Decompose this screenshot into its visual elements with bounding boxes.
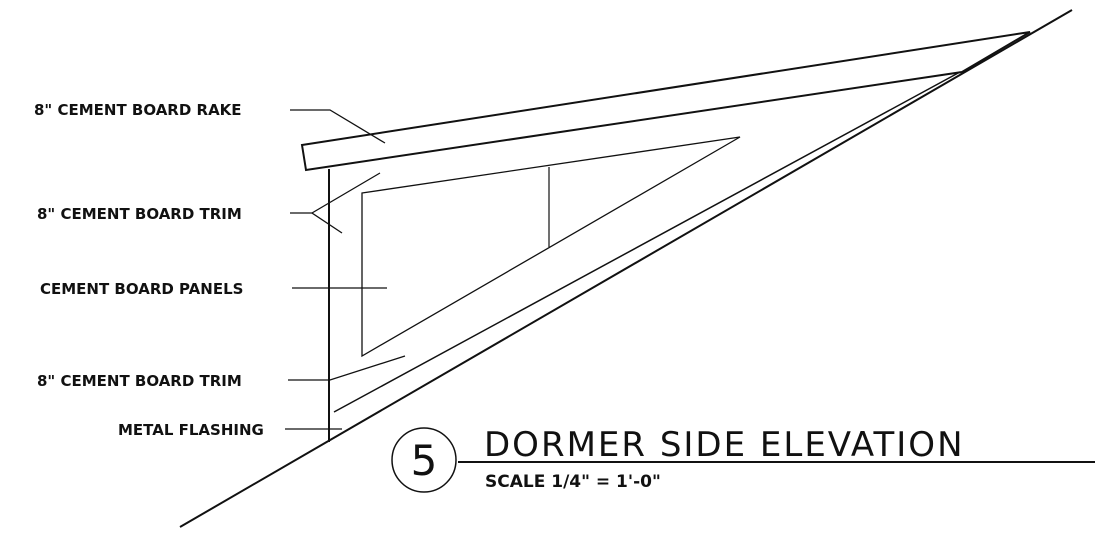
callout-rake: 8" CEMENT BOARD RAKE — [34, 101, 242, 119]
callout-trim-lower: 8" CEMENT BOARD TRIM — [37, 372, 242, 390]
lower-trim-line — [333, 71, 961, 413]
callout-flashing: METAL FLASHING — [118, 421, 264, 439]
drawing-number: 5 — [411, 436, 438, 485]
drawing-number-circle — [391, 427, 457, 493]
trim-lower-leader — [288, 355, 406, 381]
rake-board — [300, 31, 1031, 172]
drawing-scale: SCALE 1/4" = 1'-0" — [485, 472, 661, 492]
drawing-title: DORMER SIDE ELEVATION — [484, 425, 965, 465]
callout-trim-upper: 8" CEMENT BOARD TRIM — [37, 205, 242, 223]
trim-upper-leader — [310, 172, 381, 234]
callout-panels: CEMENT BOARD PANELS — [40, 280, 243, 298]
cement-board-panel-outline — [361, 136, 741, 358]
rake-leader — [290, 109, 386, 144]
